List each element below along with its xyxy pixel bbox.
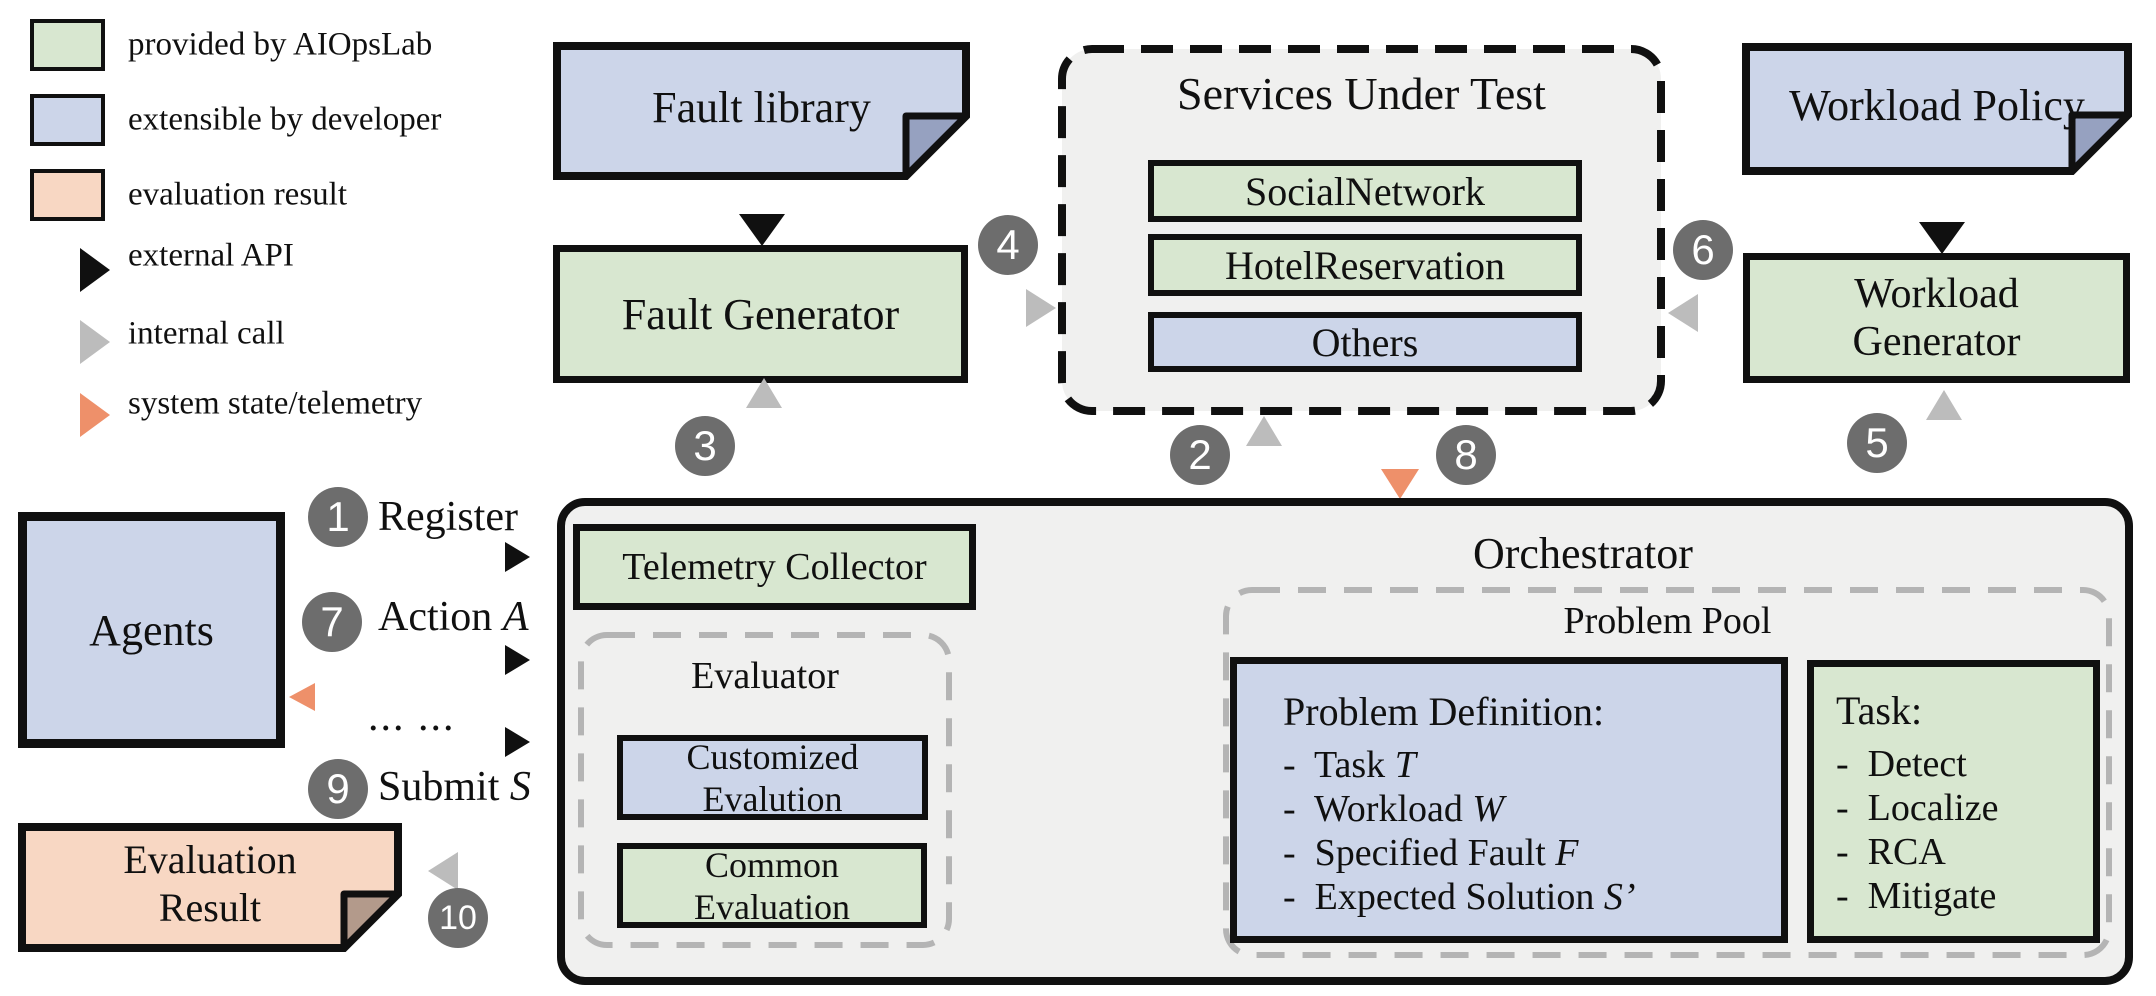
customized-evaluation-label: Customized Evalution bbox=[686, 736, 859, 819]
document-shape-icon bbox=[1742, 43, 2132, 175]
problem-definition-node: Problem Definition: - Task T - Workload … bbox=[1230, 657, 1788, 943]
problem-pool-group: Problem Pool Problem Definition: - Task … bbox=[1223, 587, 2112, 958]
badge-3: 3 bbox=[675, 416, 735, 476]
document-shape-icon bbox=[18, 823, 402, 952]
common-evaluation-label: Common Evaluation bbox=[694, 844, 850, 927]
flow-action-var: A bbox=[502, 594, 529, 640]
service-hotelreservation-label: HotelReservation bbox=[1225, 242, 1505, 288]
legend-blue-swatch bbox=[30, 94, 105, 146]
evaluation-result-node: Evaluation Result bbox=[18, 823, 402, 952]
telemetry-collector-label: Telemetry Collector bbox=[622, 546, 927, 588]
service-socialnetwork-label: SocialNetwork bbox=[1245, 168, 1485, 214]
problem-definition-item: - Expected Solution S’ bbox=[1283, 876, 1636, 918]
workload-generator-line1: Workload bbox=[1854, 271, 2019, 317]
evaluation-result-line2: Result bbox=[158, 884, 262, 930]
service-socialnetwork: SocialNetwork bbox=[1148, 160, 1582, 222]
task-item: - Localize bbox=[1836, 787, 1999, 829]
legend-result-label: evaluation result bbox=[128, 176, 348, 213]
workload-policy-title: Workload Policy bbox=[1789, 80, 2085, 130]
sut-title: Services Under Test bbox=[1177, 68, 1546, 119]
workload-generator-line2: Generator bbox=[1852, 319, 2021, 365]
evaluation-result-label: Evaluation Result bbox=[18, 823, 402, 944]
fault-library-title: Fault library bbox=[652, 82, 871, 132]
workload-generator-node: Workload Generator bbox=[1743, 253, 2130, 383]
task-item: - Detect bbox=[1836, 743, 1967, 785]
legend-extensible-label: extensible by developer bbox=[128, 101, 442, 138]
common-evaluation-node: Common Evaluation bbox=[617, 843, 927, 928]
badge-6: 6 bbox=[1673, 220, 1733, 280]
flow-action-label: Action A bbox=[378, 593, 528, 641]
fault-library-node: Fault library bbox=[553, 42, 970, 180]
flow-ellipsis-label: ... ... bbox=[368, 694, 456, 740]
agents-node: Agents bbox=[18, 512, 285, 748]
orchestrator-group: Orchestrator Telemetry Collector Evaluat… bbox=[557, 498, 2133, 985]
legend-green-swatch bbox=[30, 19, 105, 71]
problem-definition-title: Problem Definition: bbox=[1283, 689, 1605, 734]
legend-peach-swatch bbox=[30, 169, 105, 221]
badge-10: 10 bbox=[428, 888, 488, 948]
problem-definition-item: - Workload W bbox=[1283, 788, 1505, 830]
task-node: Task: - Detect - Localize - RCA - Mitiga… bbox=[1807, 660, 2100, 943]
fault-generator-node: Fault Generator bbox=[553, 245, 968, 383]
flow-register-text: Register bbox=[378, 494, 518, 540]
task-list: - Detect - Localize - RCA - Mitigate bbox=[1836, 742, 2087, 918]
service-others-label: Others bbox=[1311, 319, 1419, 365]
evaluator-dashed-border bbox=[578, 632, 952, 948]
workload-policy-node: Workload Policy bbox=[1742, 43, 2132, 175]
legend-internal-call-label: internal call bbox=[128, 315, 285, 352]
service-others: Others bbox=[1148, 312, 1582, 372]
badge-8: 8 bbox=[1436, 425, 1496, 485]
flow-submit-text: Submit bbox=[378, 764, 510, 810]
orchestrator-title: Orchestrator bbox=[1473, 529, 1693, 578]
legend-telemetry-label: system state/telemetry bbox=[128, 385, 423, 422]
badge-1: 1 bbox=[308, 487, 368, 547]
flow-submit-label: Submit S bbox=[378, 763, 531, 811]
badge-7: 7 bbox=[302, 592, 362, 652]
fault-generator-title: Fault Generator bbox=[621, 289, 900, 339]
badge-5: 5 bbox=[1847, 413, 1907, 473]
problem-pool-dashed-border bbox=[1223, 587, 2112, 958]
task-title: Task: bbox=[1836, 688, 1923, 733]
flow-register-label: Register bbox=[378, 493, 518, 541]
services-under-test-group: Services Under Test SocialNetwork HotelR… bbox=[1058, 45, 1665, 415]
problem-pool-title: Problem Pool bbox=[1563, 600, 1772, 642]
badge-2: 2 bbox=[1170, 425, 1230, 485]
telemetry-collector-node: Telemetry Collector bbox=[573, 524, 976, 610]
document-shape-icon bbox=[553, 42, 970, 180]
legend-external-api-label: external API bbox=[128, 237, 294, 274]
flow-action-text: Action bbox=[378, 594, 503, 640]
customized-evaluation-node: Customized Evalution bbox=[617, 735, 928, 820]
evaluator-title: Evaluator bbox=[691, 655, 839, 697]
task-item: - Mitigate bbox=[1836, 875, 1997, 917]
agents-title: Agents bbox=[89, 605, 214, 655]
evaluation-result-line1: Evaluation bbox=[123, 836, 297, 882]
badge-9: 9 bbox=[308, 759, 368, 819]
service-hotelreservation: HotelReservation bbox=[1148, 234, 1582, 296]
problem-definition-item: - Specified Fault F bbox=[1283, 832, 1579, 874]
problem-definition-item: - Task T bbox=[1283, 744, 1416, 786]
task-item: - RCA bbox=[1836, 831, 1946, 873]
flow-submit-var: S bbox=[509, 764, 531, 810]
legend-provided-label: provided by AIOpsLab bbox=[128, 26, 433, 63]
evaluator-group: Evaluator Customized Evalution Common Ev… bbox=[578, 632, 952, 948]
problem-definition-list: - Task T - Workload W - Specified Fault … bbox=[1283, 743, 1773, 919]
badge-4: 4 bbox=[978, 215, 1038, 275]
